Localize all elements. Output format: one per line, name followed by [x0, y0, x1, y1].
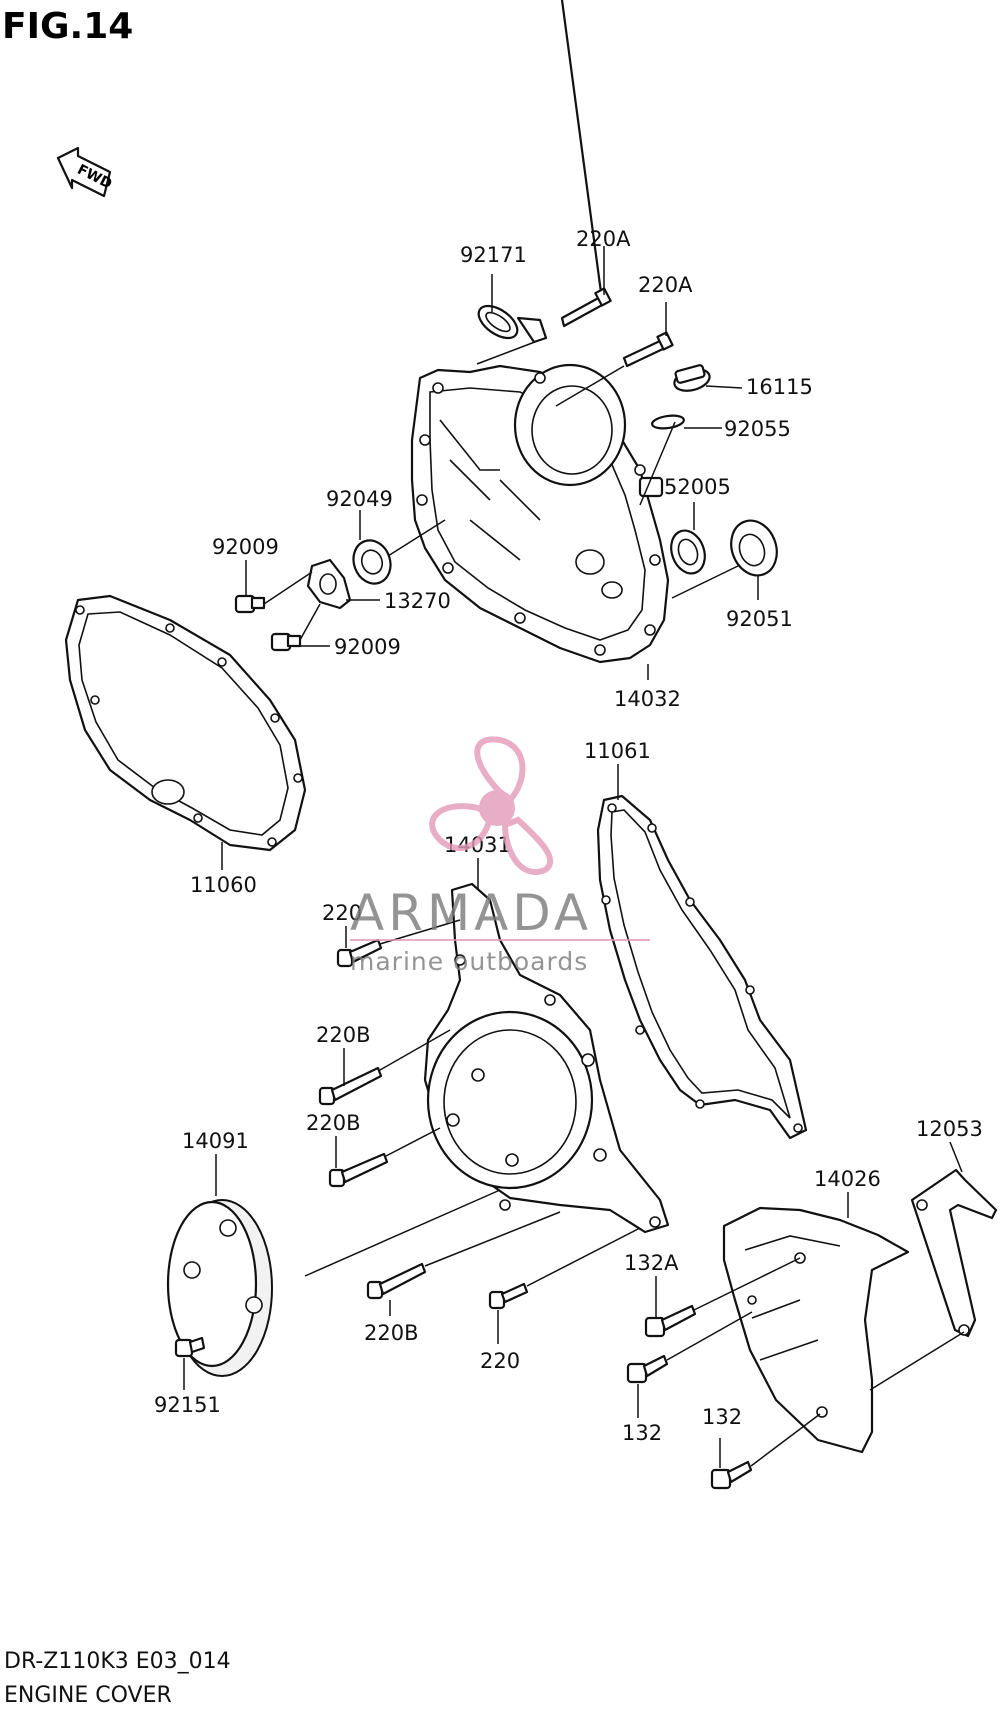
oil-plug-16115-part: [673, 364, 711, 392]
watermark-tagline: marine outboards: [350, 947, 588, 976]
label-92171: 92171: [460, 243, 527, 267]
plate-13270-part: [306, 558, 352, 610]
clutch-cover-part: [410, 363, 670, 664]
inspection-cap-part: [166, 1199, 273, 1377]
bolt-220-2-part: [488, 1282, 529, 1310]
label-220A-1: 220A: [576, 227, 631, 251]
magneto-cover-part: [423, 882, 670, 1234]
gasket-11060-part: [64, 594, 307, 852]
sprocket-cover-part: [722, 1206, 910, 1454]
label-220A-2: 220A: [638, 273, 693, 297]
label-14091: 14091: [182, 1129, 249, 1153]
bolt-220A-1-part: [560, 0, 612, 328]
label-220-1: 220: [322, 901, 362, 925]
label-92009-2: 92009: [334, 635, 401, 659]
label-11060: 11060: [190, 873, 257, 897]
oil-seal-92171-part: [477, 304, 548, 344]
label-132A: 132A: [624, 1251, 679, 1275]
label-92049: 92049: [326, 487, 393, 511]
label-220-2: 220: [480, 1349, 520, 1373]
label-92051: 92051: [726, 607, 793, 631]
label-220B-2: 220B: [306, 1111, 361, 1135]
label-92151: 92151: [154, 1393, 221, 1417]
label-16115: 16115: [746, 375, 813, 399]
label-92009-1: 92009: [212, 535, 279, 559]
bearing-52005-part: [670, 529, 706, 575]
propeller-logo-icon: [429, 736, 554, 875]
label-92055: 92055: [724, 417, 791, 441]
oil-seal-92051-part: [730, 519, 778, 577]
label-52005: 52005: [664, 475, 731, 499]
bolt-220B-2-part: [328, 1152, 389, 1188]
label-13270: 13270: [384, 589, 451, 613]
label-132-1: 132: [622, 1421, 662, 1445]
bolt-132A-part: [644, 1304, 697, 1338]
bolt-220A-2-part: [622, 331, 674, 368]
label-12053: 12053: [916, 1117, 983, 1141]
bolt-220-1-part: [336, 938, 383, 968]
label-14026: 14026: [814, 1167, 881, 1191]
label-14032: 14032: [614, 687, 681, 711]
section-title: ENGINE COVER: [4, 1683, 172, 1708]
fwd-arrow-icon: FWD: [56, 146, 114, 198]
bearing-92049-part: [352, 539, 392, 585]
label-11061: 11061: [584, 739, 651, 763]
model-code: DR-Z110K3 E03_014: [4, 1649, 231, 1674]
bolt-220B-3-part: [366, 1262, 427, 1300]
o-ring-92055-part: [651, 414, 685, 430]
watermark-brand: ARMADA: [350, 884, 592, 942]
bolt-132-2-part: [710, 1460, 753, 1490]
part-labels: 92171 220A 220A 16115 92055 52005 92049 …: [154, 227, 983, 1445]
figure-title: FIG.14: [2, 6, 133, 47]
bolt-92009-1-part: [234, 594, 266, 614]
bolt-92151-part: [174, 1336, 206, 1358]
bolt-220B-1-part: [318, 1066, 383, 1106]
bolt-92009-2-part: [270, 632, 302, 652]
label-132-2: 132: [702, 1405, 742, 1429]
chain-guide-part: [910, 1168, 998, 1338]
armada-watermark: ARMADA marine outboards: [350, 736, 650, 976]
label-220B-3: 220B: [364, 1321, 419, 1345]
leader-lines: [183, 246, 965, 1468]
bolt-132-1-part: [626, 1354, 669, 1384]
gasket-11061-part: [596, 794, 808, 1140]
label-220B-1: 220B: [316, 1023, 371, 1047]
